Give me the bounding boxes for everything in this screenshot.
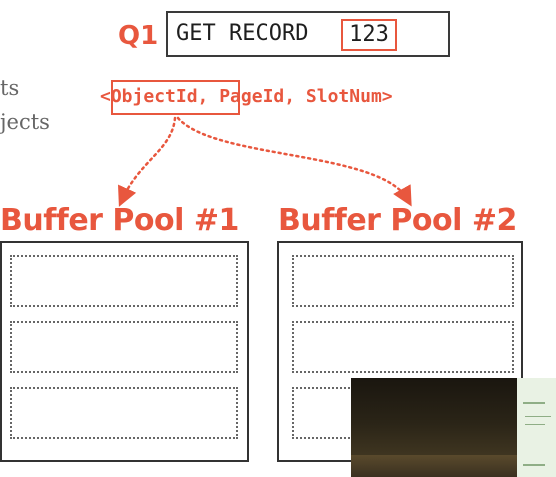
pool-2-title: Buffer Pool #2 [278, 203, 517, 238]
side-text-line-1: ts [0, 76, 20, 100]
pool-1-title: Buffer Pool #1 [0, 203, 239, 238]
pool-1-frame [0, 241, 249, 462]
tuple-text: <ObjectId, PageId, SlotNum> [100, 83, 393, 111]
query-label: Q1 [118, 21, 159, 51]
pool-2-slot [292, 321, 514, 373]
side-text-line-2: jects [0, 110, 50, 134]
slide-thumbnail-line [523, 402, 545, 404]
tuple-open: < [100, 86, 111, 107]
query-box [166, 11, 450, 57]
query-value: 123 [341, 19, 397, 51]
tuple-rest: , PageId, SlotNum> [197, 86, 393, 107]
arrow-to-pool-1 [118, 116, 177, 207]
pool-1-slot [10, 321, 238, 373]
query-command: GET RECORD [176, 21, 309, 46]
pool-1-slot [10, 255, 238, 307]
object-id-highlight [111, 80, 240, 115]
arrow-to-pool-2 [176, 116, 412, 207]
slide-thumbnail-line [525, 424, 545, 425]
slide-thumbnail-line [523, 464, 545, 466]
video-floor [351, 455, 517, 477]
pool-1-slot [10, 387, 238, 439]
tuple-object-id: ObjectId [110, 86, 198, 107]
slide-thumbnail [517, 378, 556, 477]
pool-2-slot [292, 255, 514, 307]
slide-thumbnail-line [525, 416, 551, 417]
